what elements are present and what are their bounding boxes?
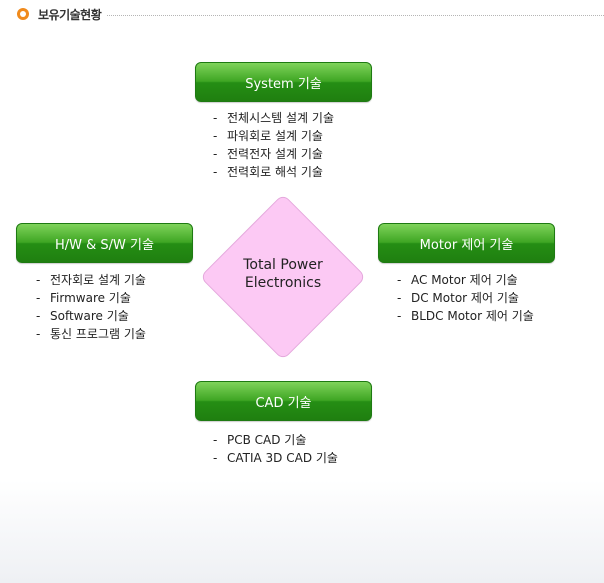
- list-item: Software 기술: [36, 307, 146, 325]
- list-item: 전체시스템 설계 기술: [213, 109, 334, 127]
- hwsw-tech-box: H/W & S/W 기술: [16, 223, 193, 263]
- center-label-line1: Total Power: [243, 257, 323, 273]
- list-item: 전력회로 해석 기술: [213, 163, 334, 181]
- section-title: 보유기술현황: [38, 7, 102, 22]
- list-item: CATIA 3D CAD 기술: [213, 449, 338, 467]
- cad-tech-box: CAD 기술: [195, 381, 372, 421]
- list-item: Firmware 기술: [36, 289, 146, 307]
- list-item: AC Motor 제어 기술: [397, 271, 534, 289]
- list-item: 통신 프로그램 기술: [36, 325, 146, 343]
- list-item: 파워회로 설계 기술: [213, 127, 334, 145]
- list-item: BLDC Motor 제어 기술: [397, 307, 534, 325]
- list-item: PCB CAD 기술: [213, 431, 338, 449]
- section-header: 보유기술현황: [17, 7, 604, 22]
- motor-tech-list: AC Motor 제어 기술 DC Motor 제어 기술 BLDC Motor…: [397, 271, 534, 325]
- center-diamond: Total Power Electronics: [199, 193, 367, 361]
- list-item: DC Motor 제어 기술: [397, 289, 534, 307]
- motor-tech-box: Motor 제어 기술: [378, 223, 555, 263]
- center-label-line2: Electronics: [244, 275, 322, 291]
- cad-tech-list: PCB CAD 기술 CATIA 3D CAD 기술: [213, 431, 338, 467]
- system-tech-box: System 기술: [195, 62, 372, 102]
- bullet-circle-icon: [17, 8, 29, 20]
- list-item: 전력전자 설계 기술: [213, 145, 334, 163]
- list-item: 전자회로 설계 기술: [36, 271, 146, 289]
- system-tech-list: 전체시스템 설계 기술 파워회로 설계 기술 전력전자 설계 기술 전력회로 해…: [213, 109, 334, 181]
- dotted-divider: [107, 15, 604, 16]
- center-label: Total Power Electronics: [200, 256, 366, 292]
- hwsw-tech-list: 전자회로 설계 기술 Firmware 기술 Software 기술 통신 프로…: [36, 271, 146, 343]
